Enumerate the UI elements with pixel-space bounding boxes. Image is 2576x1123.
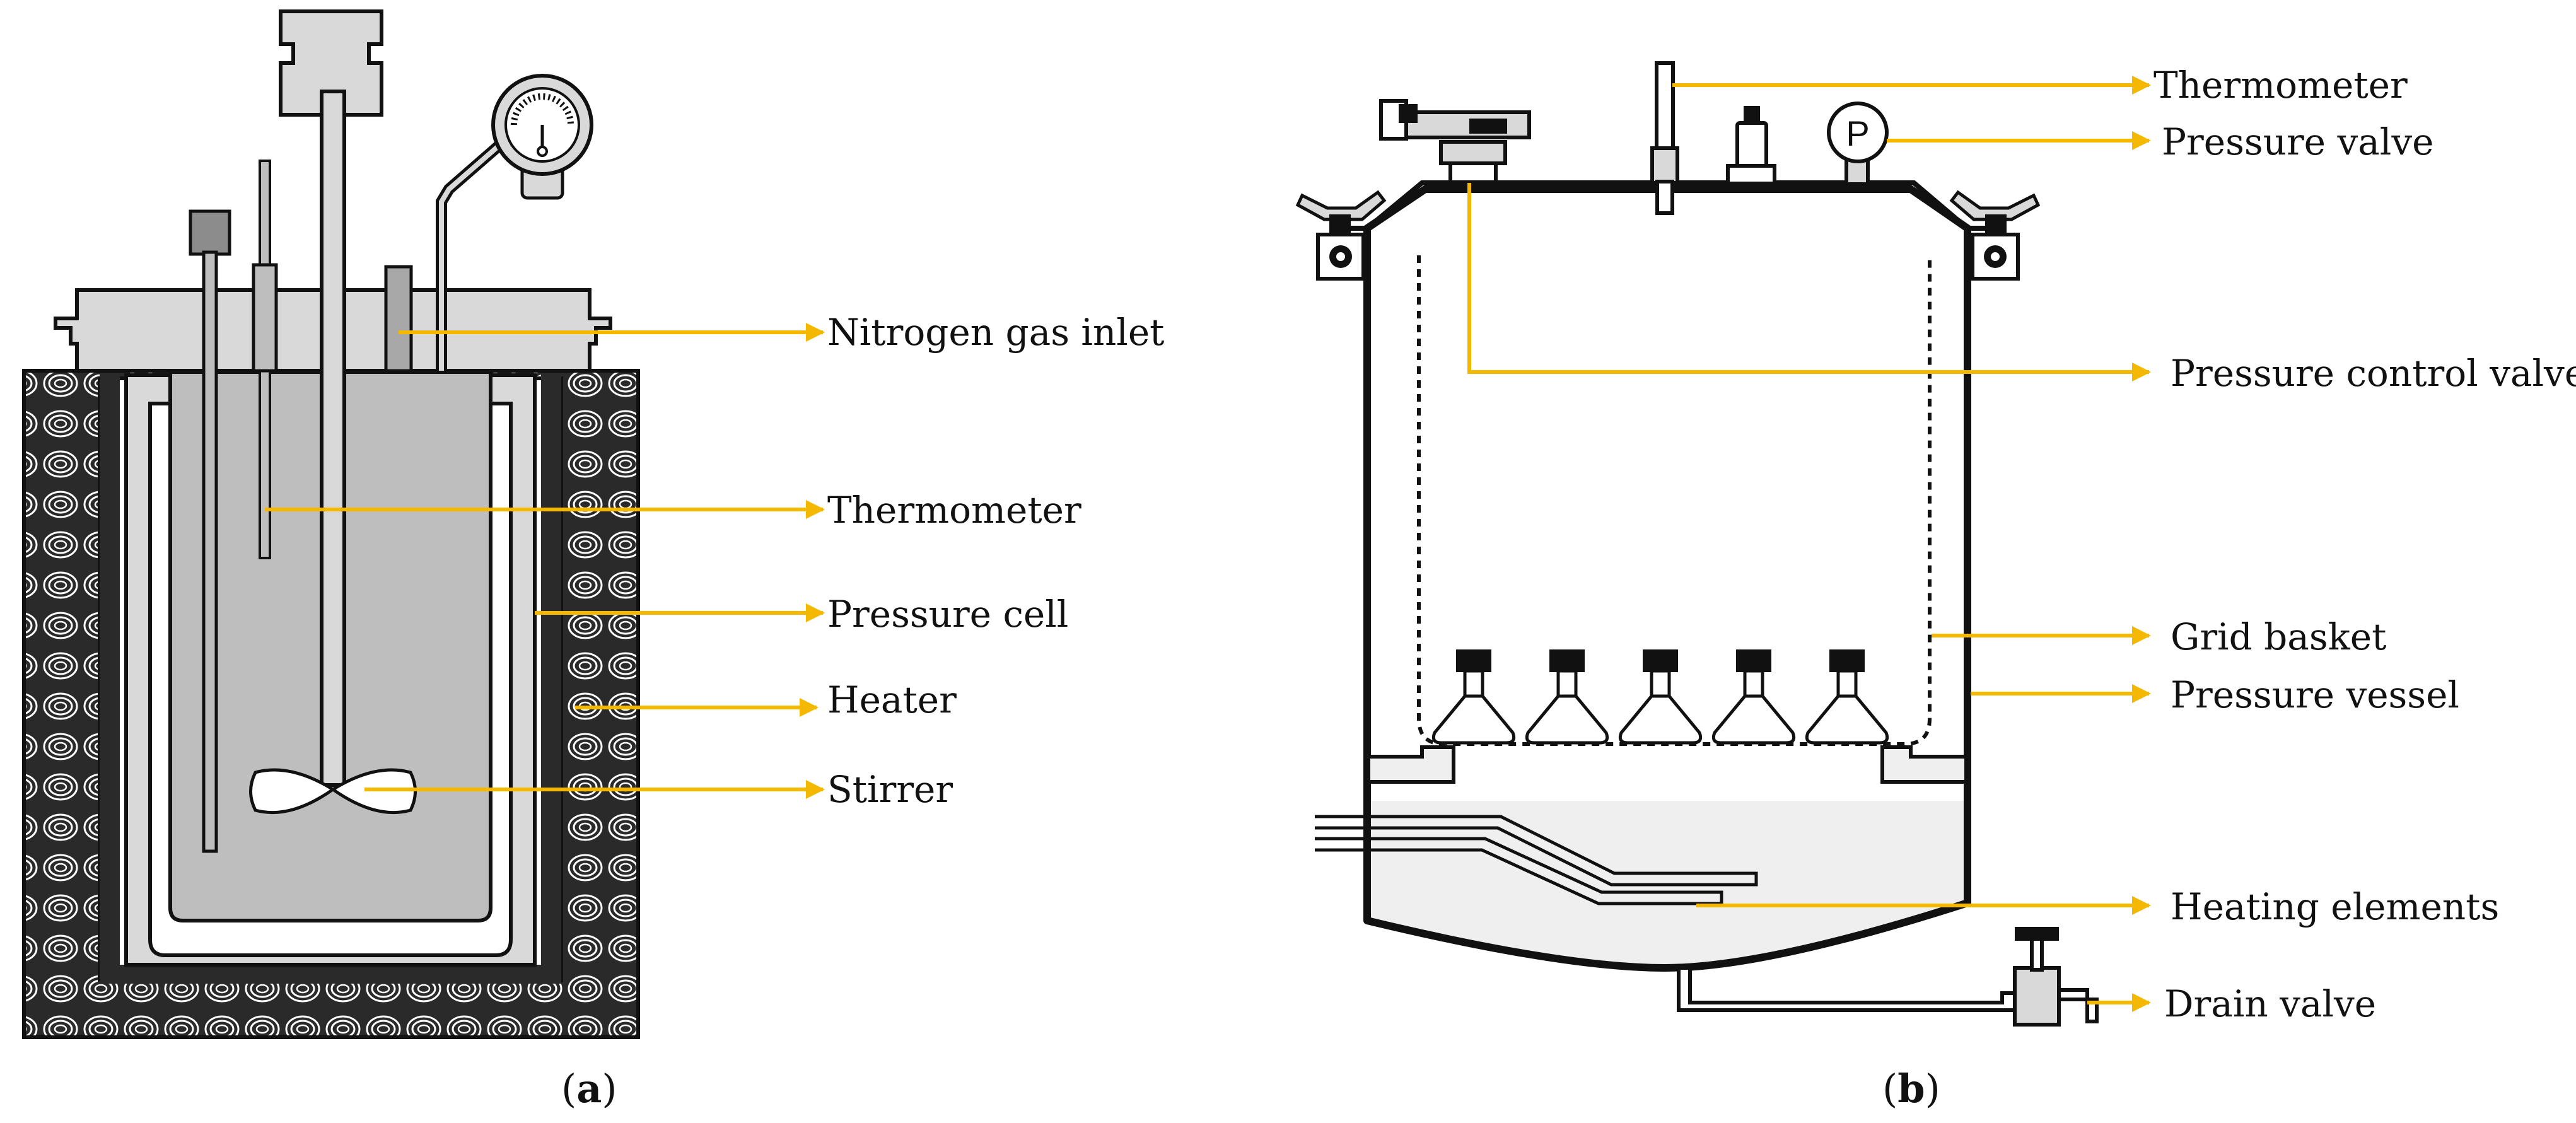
- sampling-tube: [202, 250, 218, 853]
- pressure-vessel: [1363, 185, 1971, 972]
- panel-a-callouts: [265, 323, 825, 799]
- thermometer-fitting: [1650, 61, 1679, 215]
- safety-valve: [1726, 106, 1776, 185]
- label-stirrer: Stirrer: [827, 768, 953, 811]
- gauge-scale: [511, 93, 574, 125]
- grid-basket: [1417, 255, 1932, 746]
- heating-elements: [1315, 815, 1758, 905]
- label-heating-elements: Heating elements: [2171, 885, 2499, 928]
- basket-item: [1431, 649, 1516, 745]
- stirrer-blade: [249, 768, 417, 815]
- pressure-cell: [124, 373, 537, 967]
- callout-pressure-control-arrow: [1467, 183, 2151, 381]
- basket-item: [1618, 649, 1703, 745]
- pressure-gauge-b: P: [1827, 102, 1889, 186]
- stirrer-shaft: [320, 90, 346, 787]
- label-thermometer-b: Thermometer: [2153, 64, 2408, 107]
- caption-b: (b): [1882, 1066, 1940, 1112]
- right-clamp: [1949, 190, 2041, 281]
- label-heater: Heater: [827, 678, 957, 721]
- drain-valve: [1677, 927, 2099, 1027]
- basket-item: [1525, 649, 1609, 745]
- label-pressure-vessel: Pressure vessel: [2171, 673, 2459, 716]
- basket-support-right: [1880, 745, 1968, 784]
- label-pressure-cell: Pressure cell: [827, 593, 1068, 636]
- panel-b-vessel: P: [1295, 61, 2099, 1027]
- panel-a-reactor: [22, 9, 640, 1039]
- caption-a: (a): [561, 1066, 617, 1112]
- label-pressure-valve: Pressure valve: [2162, 120, 2433, 163]
- sampling-tube-cap: [189, 209, 231, 256]
- label-thermometer-a: Thermometer: [827, 489, 1081, 532]
- gauge-hub: [537, 146, 548, 157]
- stirrer-motor: [279, 9, 383, 117]
- gauge-letter-p: P: [1846, 113, 1869, 153]
- label-nitrogen-gas-inlet: Nitrogen gas inlet: [827, 311, 1165, 354]
- pressure-control-valve: [1379, 99, 1531, 184]
- basket-item: [1711, 649, 1796, 745]
- thermometer-sleeve: [252, 263, 278, 373]
- panel-b-callouts: [1467, 76, 2151, 1012]
- basket-item: [1805, 649, 1889, 745]
- label-drain-valve: Drain valve: [2164, 982, 2376, 1025]
- left-clamp: [1295, 190, 1387, 281]
- label-grid-basket: Grid basket: [2171, 615, 2386, 658]
- basket-support-left: [1367, 745, 1455, 784]
- basket-items: [1431, 649, 1889, 745]
- label-pressure-control-valve: Pressure control valve: [2171, 352, 2576, 395]
- gas-inlet-fitting: [384, 265, 413, 373]
- gauge-tube-inner: [439, 144, 500, 371]
